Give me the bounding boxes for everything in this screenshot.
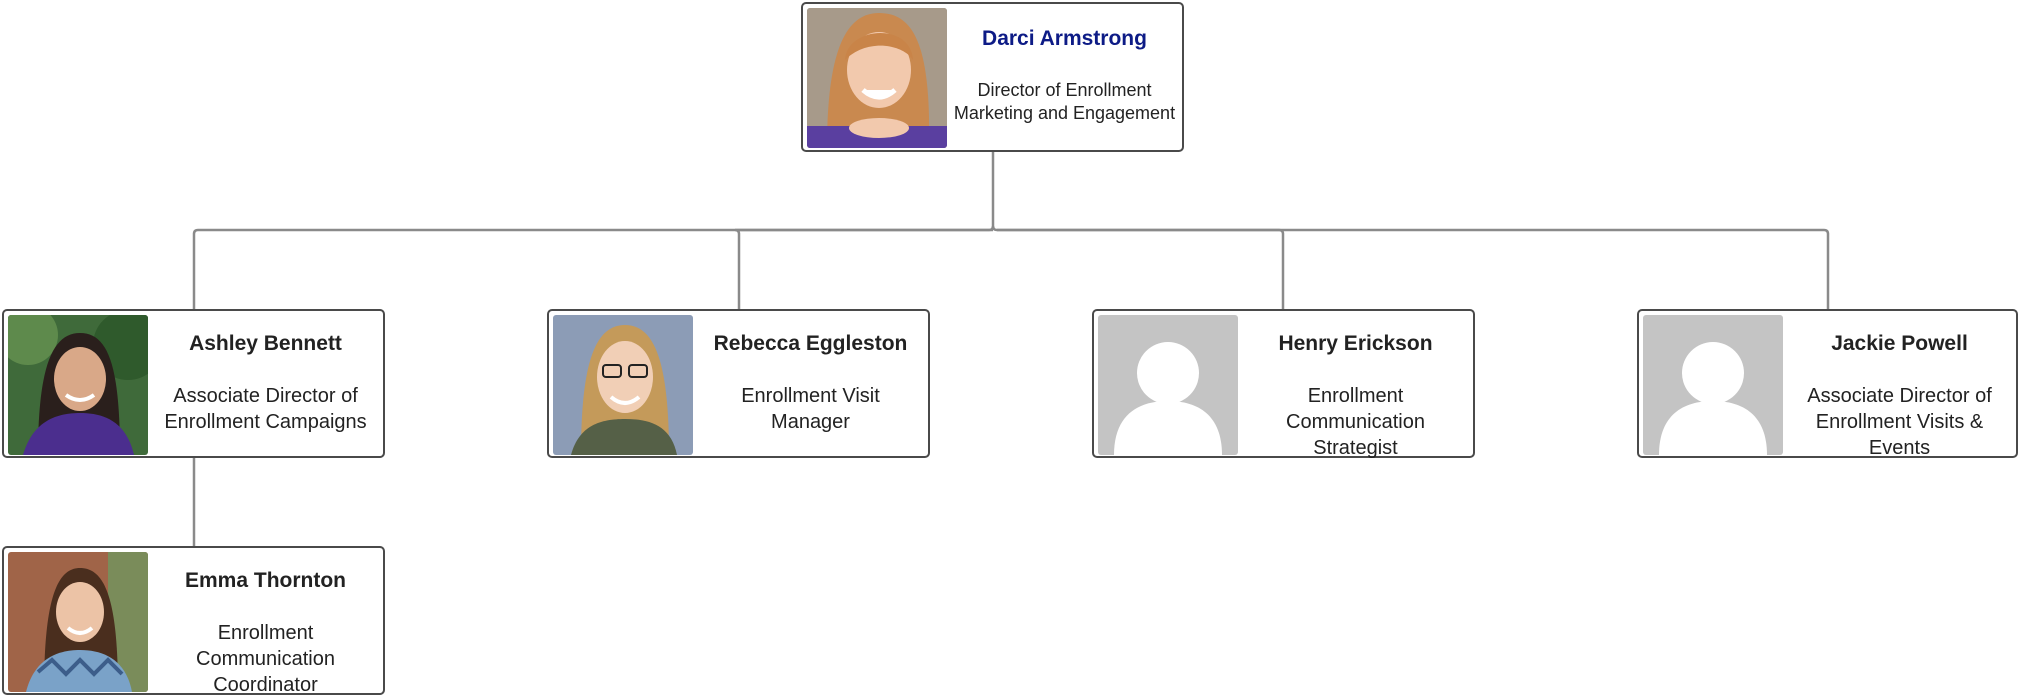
connector-root-down	[988, 152, 995, 232]
org-card-emma-thornton[interactable]: Emma Thornton Enrollment Communication C…	[2, 546, 385, 696]
avatar-darci-armstrong	[807, 8, 947, 148]
person-name: Rebecca Eggleston	[713, 332, 908, 355]
placeholder-avatar-icon	[1098, 315, 1238, 455]
org-card-rebecca-eggleston[interactable]: Rebecca Eggleston Enrollment Visit Manag…	[547, 309, 930, 458]
person-name: Jackie Powell	[1831, 332, 1968, 355]
org-card-ashley-bennett[interactable]: Ashley Bennett Associate Director of Enr…	[2, 309, 385, 458]
person-title: Associate Director of Enrollment Visits …	[1807, 385, 1992, 459]
person-title: Enrollment Communication Strategist	[1286, 385, 1425, 459]
person-title: Enrollment Visit Manager	[741, 385, 880, 433]
org-card-henry-erickson[interactable]: Henry Erickson Enrollment Communication …	[1092, 309, 1475, 459]
placeholder-avatar-icon	[1643, 315, 1783, 455]
connector-bus-right	[991, 225, 1830, 309]
avatar-emma-thornton	[8, 552, 148, 692]
connector-to-henry	[997, 228, 1285, 309]
person-title: Enrollment Communication Coordinator	[196, 622, 335, 696]
org-card-jackie-powell[interactable]: Jackie Powell Associate Director of Enro…	[1637, 309, 2018, 459]
person-name: Ashley Bennett	[189, 332, 342, 355]
person-title: Associate Director of Enrollment Campaig…	[164, 385, 367, 433]
avatar-rebecca-eggleston	[553, 315, 693, 455]
person-name: Henry Erickson	[1278, 332, 1433, 355]
person-name: Emma Thornton	[185, 569, 346, 592]
org-card-darci-armstrong[interactable]: Darci Armstrong Director of Enrollment M…	[801, 2, 1184, 152]
connector-horizontal-bus	[192, 228, 989, 309]
avatar-ashley-bennett	[8, 315, 148, 455]
person-title: Director of Enrollment Marketing and Eng…	[953, 80, 1176, 123]
person-name: Darci Armstrong	[982, 27, 1147, 50]
connector-to-rebecca	[734, 228, 993, 309]
